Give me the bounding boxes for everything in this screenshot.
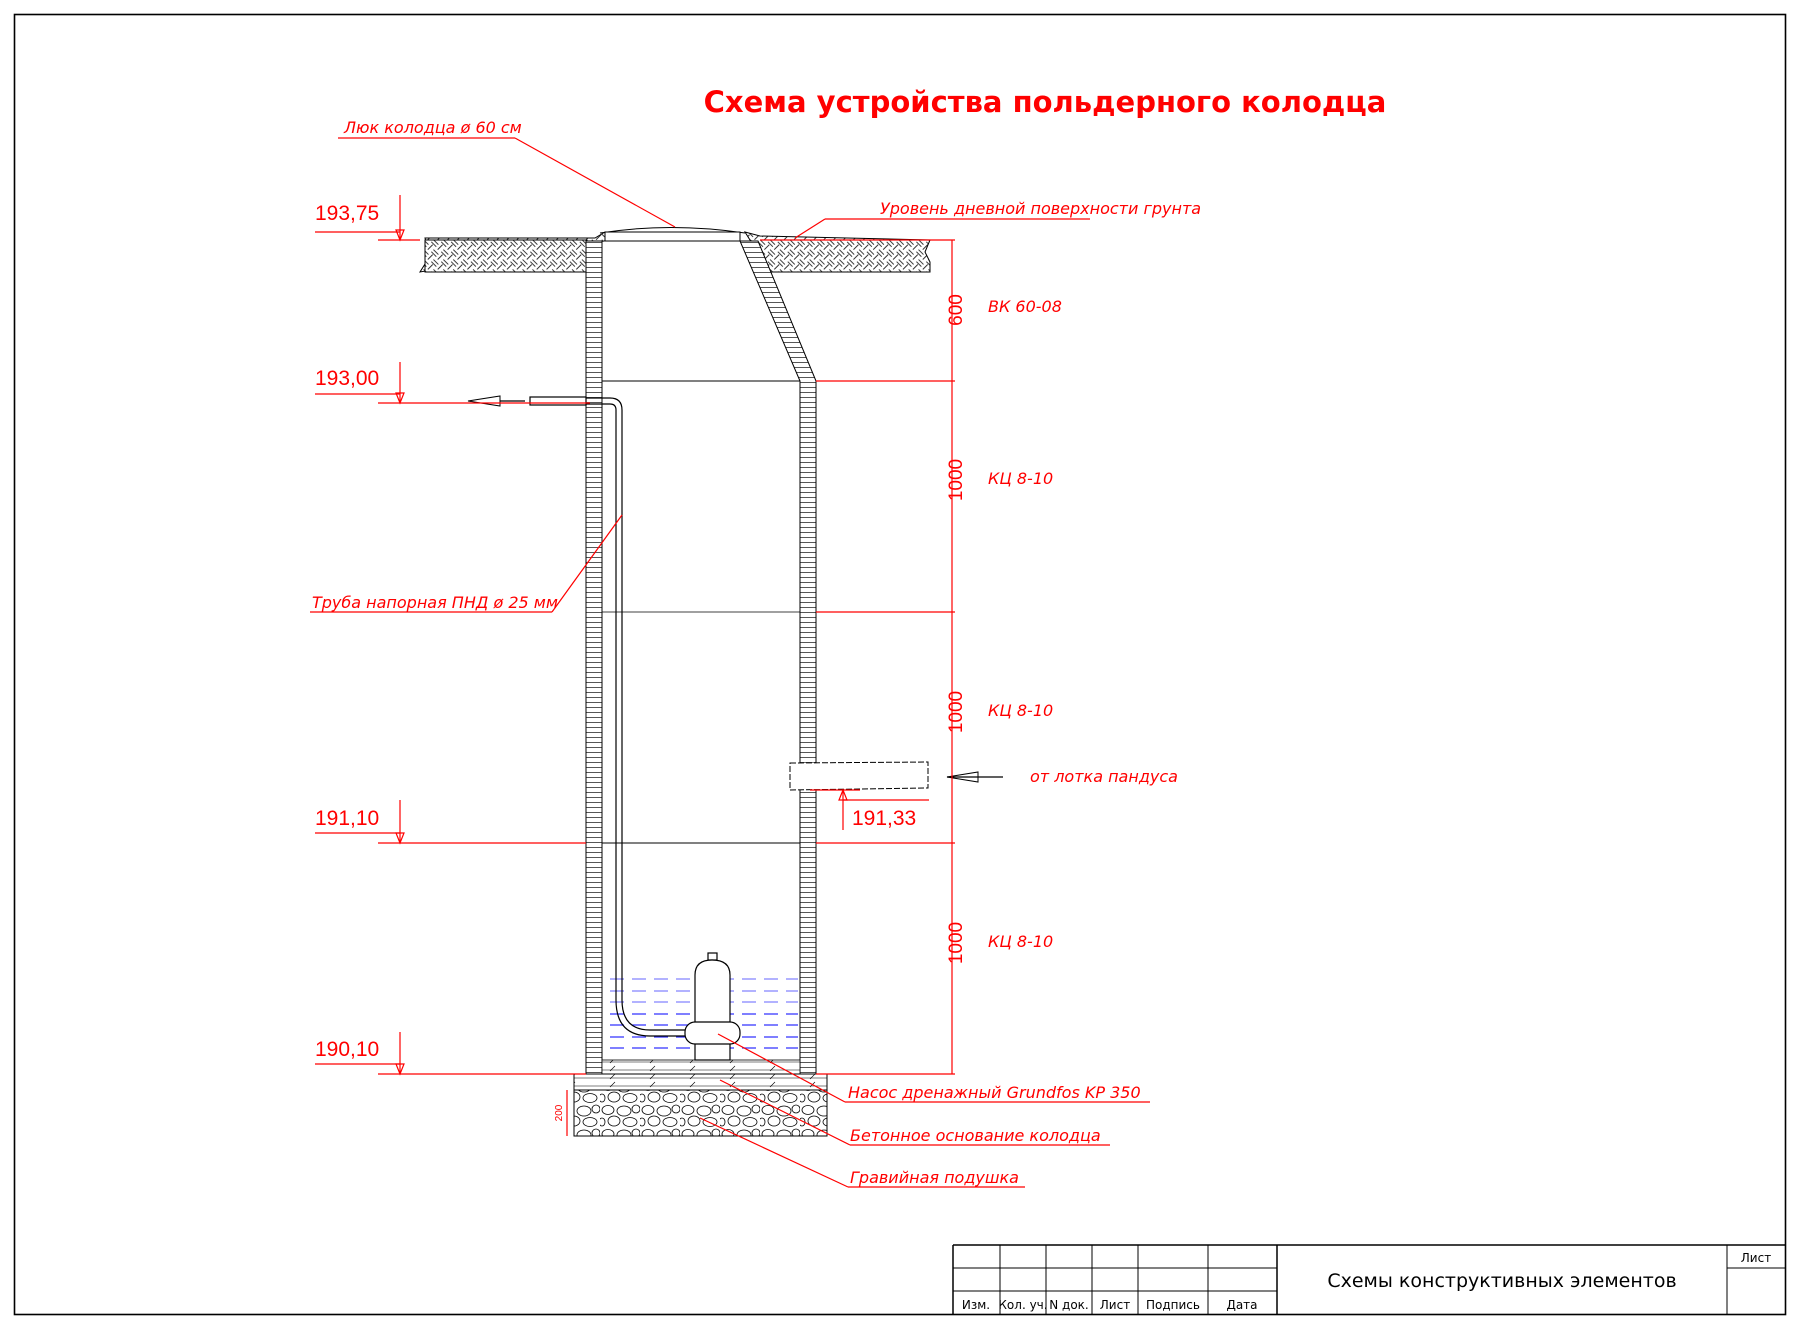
- elevation-outlet: 193,00: [315, 367, 379, 390]
- elevation-ring-joint: 191,10: [315, 807, 379, 830]
- gravel-callout: Гравийная подушка: [850, 1168, 1019, 1187]
- segment-label: КЦ 8-10: [988, 701, 1053, 720]
- drainage-pump: [684, 952, 741, 1061]
- sheet-frame: [13, 13, 1787, 1316]
- inlet-callout: от лотка пандуса: [1030, 767, 1178, 786]
- inlet-tray: [789, 761, 1003, 791]
- annotation-lines: [310, 137, 1150, 1188]
- segment-dimension: 1000: [946, 459, 967, 501]
- title-block-column: Изм.: [962, 1298, 990, 1312]
- title-block-column: N док.: [1049, 1298, 1089, 1312]
- drawing-title: Схема устройства польдерного колодца: [704, 85, 1387, 119]
- ground-level-callout: Уровень дневной поверхности грунта: [880, 199, 1201, 218]
- manhole-hatch: [599, 227, 746, 242]
- outlet-arrow-icon: [467, 395, 525, 407]
- title-block-column: Дата: [1226, 1298, 1257, 1312]
- concrete-base: [573, 1073, 828, 1091]
- title-block-column: Подпись: [1146, 1298, 1200, 1312]
- elevation-ground: 193,75: [315, 202, 379, 225]
- ground-surface: [418, 231, 931, 273]
- hatch-callout: Люк колодца ø 60 см: [343, 118, 522, 137]
- title-block-column: Лист: [1100, 1298, 1130, 1312]
- drawing-name: Схемы конструктивных элементов: [1327, 1270, 1676, 1292]
- segment-dimension: 600: [946, 294, 967, 326]
- base-callout: Бетонное основание колодца: [850, 1126, 1101, 1145]
- sheet-label: Лист: [1741, 1251, 1771, 1265]
- segment-dimension: 1000: [946, 691, 967, 733]
- segment-label: КЦ 8-10: [988, 469, 1053, 488]
- elevation-inlet: 191,33: [852, 807, 916, 830]
- gravel-cushion: [573, 1089, 828, 1137]
- pressure-pipe: [529, 396, 685, 1037]
- segment-label: ВК 60-08: [988, 297, 1062, 316]
- segment-label: КЦ 8-10: [988, 932, 1053, 951]
- segment-dimension: 1000: [946, 922, 967, 964]
- gravel-dimension: 200: [554, 1104, 565, 1121]
- elevation-bottom: 190,10: [315, 1038, 379, 1061]
- well-walls: [585, 240, 817, 1075]
- title-block-column: Кол. уч.: [998, 1298, 1047, 1312]
- pipe-callout: Труба напорная ПНД ø 25 мм: [312, 593, 558, 612]
- pump-callout: Насос дренажный Grundfos KP 350: [848, 1083, 1141, 1102]
- title-block: [952, 1244, 1785, 1314]
